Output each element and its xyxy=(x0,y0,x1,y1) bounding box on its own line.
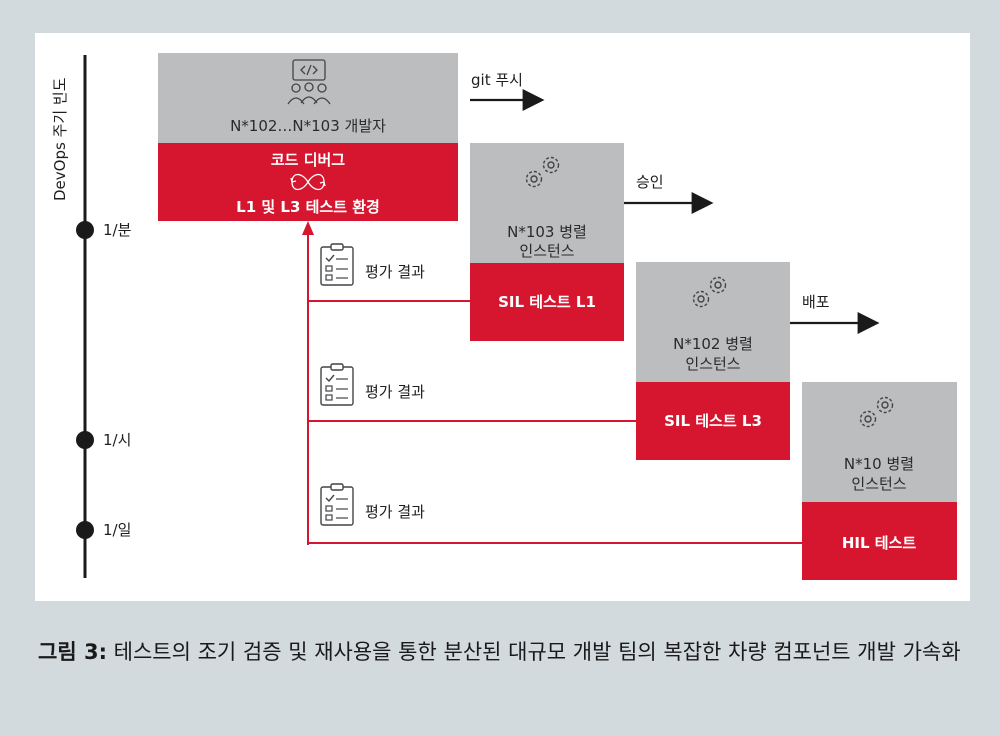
stage-developers: N*102…N*103 개발자 코드 디버그 L1 및 L3 테스트 환경 xyxy=(158,53,458,221)
gears-icon xyxy=(859,396,894,428)
devops-diagram: DevOps 주기 빈도 1/분 1/시 1/일 평가 결과 xyxy=(51,53,957,580)
stage-red-label: SIL 테스트 L3 xyxy=(664,412,762,430)
feedback-label: 평가 결과 xyxy=(365,383,425,401)
stage-title: 인스턴스 xyxy=(685,355,740,373)
figure-caption: 그림 3: 테스트의 조기 검증 및 재사용을 통한 분산된 대규모 개발 팀의… xyxy=(38,634,968,670)
red-box xyxy=(636,382,790,460)
red-box xyxy=(470,263,624,341)
checklist-icon xyxy=(320,243,354,286)
axis-tick-dot xyxy=(76,521,94,539)
cycle-icon xyxy=(290,173,326,191)
gears-icon xyxy=(525,156,560,188)
diagram-panel: DevOps 주기 빈도 1/분 1/시 1/일 평가 결과 xyxy=(35,33,970,601)
axis-tick-dot xyxy=(76,221,94,239)
feedback-label: 평가 결과 xyxy=(365,503,425,521)
stage-red-label: HIL 테스트 xyxy=(842,534,917,552)
stage-title: N*102…N*103 개발자 xyxy=(230,117,386,135)
arrow-label: 배포 xyxy=(802,293,830,311)
feedback-lines xyxy=(302,221,802,545)
stage-title: N*103 병렬 xyxy=(507,223,587,241)
stage-title: 인스턴스 xyxy=(851,475,906,493)
red-box xyxy=(802,502,957,580)
stage-title: 인스턴스 xyxy=(519,242,574,260)
arrow-label: git 푸시 xyxy=(471,71,523,89)
stage-sil-l3: N*102 병렬 인스턴스 SIL 테스트 L3 xyxy=(636,262,790,460)
feedback-label: 평가 결과 xyxy=(365,263,425,281)
gray-box xyxy=(158,53,458,143)
checklist-icon xyxy=(320,483,354,526)
stage-red-label: 코드 디버그 xyxy=(271,151,345,169)
axis-tick-label: 1/분 xyxy=(103,221,132,239)
axis-tick-dot xyxy=(76,431,94,449)
stage-hil: N*10 병렬 인스턴스 HIL 테스트 xyxy=(802,382,957,580)
caption-label: 그림 3: xyxy=(38,640,107,664)
gears-icon xyxy=(692,276,727,308)
stage-red-label: SIL 테스트 L1 xyxy=(498,293,596,311)
stage-title: N*10 병렬 xyxy=(844,455,914,473)
developers-code-icon xyxy=(287,59,331,105)
arrow-label: 승인 xyxy=(636,173,664,191)
axis-tick-label: 1/일 xyxy=(103,521,131,539)
axis-tick-label: 1/시 xyxy=(103,431,131,449)
gray-box xyxy=(470,143,624,263)
checklist-icon xyxy=(320,363,354,406)
stage-sil-l1: N*103 병렬 인스턴스 SIL 테스트 L1 xyxy=(470,143,624,341)
caption-text: 테스트의 조기 검증 및 재사용을 통한 분산된 대규모 개발 팀의 복잡한 차… xyxy=(106,640,961,664)
axis-label: DevOps 주기 빈도 xyxy=(51,77,69,201)
stage-red-label: L1 및 L3 테스트 환경 xyxy=(236,198,380,216)
gray-box xyxy=(802,382,957,502)
stage-title: N*102 병렬 xyxy=(673,335,753,353)
gray-box xyxy=(636,262,790,382)
